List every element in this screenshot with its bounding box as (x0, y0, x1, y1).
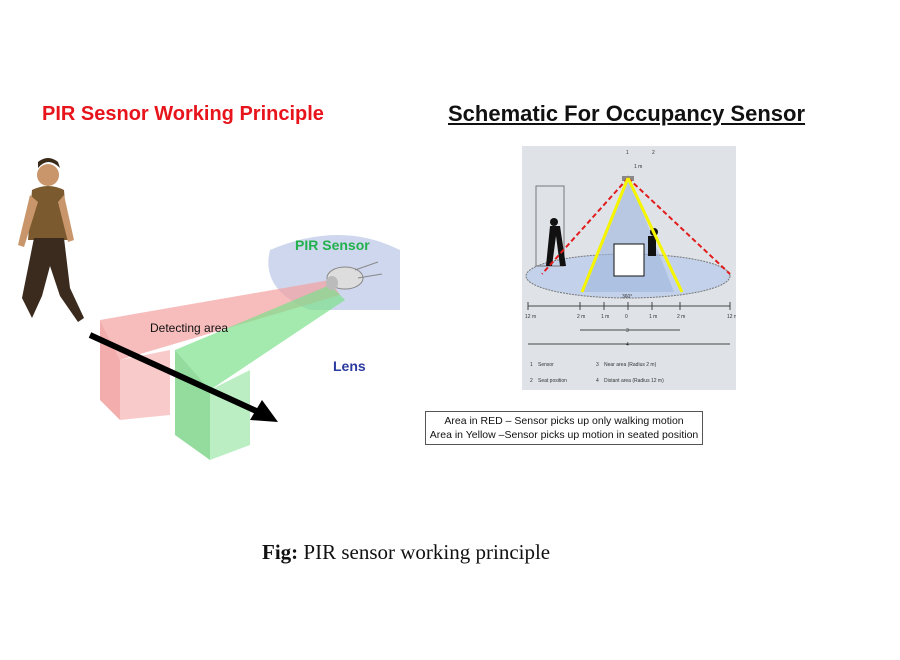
figure-caption: Fig: PIR sensor working principle (262, 540, 550, 565)
svg-text:Seat position: Seat position (538, 378, 567, 384)
scale-label: 0 (625, 314, 628, 320)
arrow-head-icon (250, 400, 278, 422)
range-4: 4 (626, 342, 629, 348)
detecting-area-label: Detecting area (150, 321, 229, 335)
svg-text:Near area (Radius 2 m): Near area (Radius 2 m) (604, 362, 657, 368)
legend-4: 4 (596, 378, 599, 384)
walking-person-icon (546, 226, 566, 266)
offset-label: 1 m (634, 164, 642, 170)
legend-3: 3 (596, 362, 599, 368)
angle-label: 360° (622, 294, 632, 300)
right-title: Schematic For Occupancy Sensor (448, 101, 806, 126)
scale-label: 1 m (601, 314, 609, 320)
lens-label: Lens (333, 358, 366, 374)
scale-label: 12 m (525, 314, 536, 320)
pir-sensor-device-icon (326, 261, 383, 290)
scale-label: 1 m (649, 314, 657, 320)
range-3: 3 (626, 328, 629, 334)
walking-person-icon (18, 158, 84, 322)
scale-label: 12 m (727, 314, 736, 320)
pir-principle-illustration (18, 158, 400, 460)
left-title: PIR Sesnor Working Principle (42, 103, 324, 125)
motion-legend-box: Area in RED – Sensor picks up only walki… (425, 411, 703, 445)
scale-label: 2 m (677, 314, 685, 320)
pir-sensor-label: PIR Sensor (295, 237, 370, 253)
note-yellow: Area in Yellow –Sensor picks up motion i… (429, 429, 699, 441)
legend-2: 2 (530, 378, 533, 384)
svg-text:Distant area (Radius 12 m): Distant area (Radius 12 m) (604, 378, 664, 384)
caption-text: PIR sensor working principle (303, 540, 551, 564)
marker-2: 2 (652, 150, 655, 156)
marker-1: 1 (626, 150, 629, 156)
svg-text:Sensor: Sensor (538, 362, 554, 368)
caption-prefix: Fig: (262, 540, 299, 564)
legend-1: 1 (530, 362, 533, 368)
desk-icon (613, 243, 645, 277)
note-red: Area in RED – Sensor picks up only walki… (444, 415, 684, 427)
motion-arrow (88, 332, 267, 418)
scale-label: 2 m (577, 314, 585, 320)
occupancy-schematic: 1 2 1 m 360° 12 m 2 m 1 m 0 1 m 2 m 12 m 3 4 1… (522, 146, 738, 390)
